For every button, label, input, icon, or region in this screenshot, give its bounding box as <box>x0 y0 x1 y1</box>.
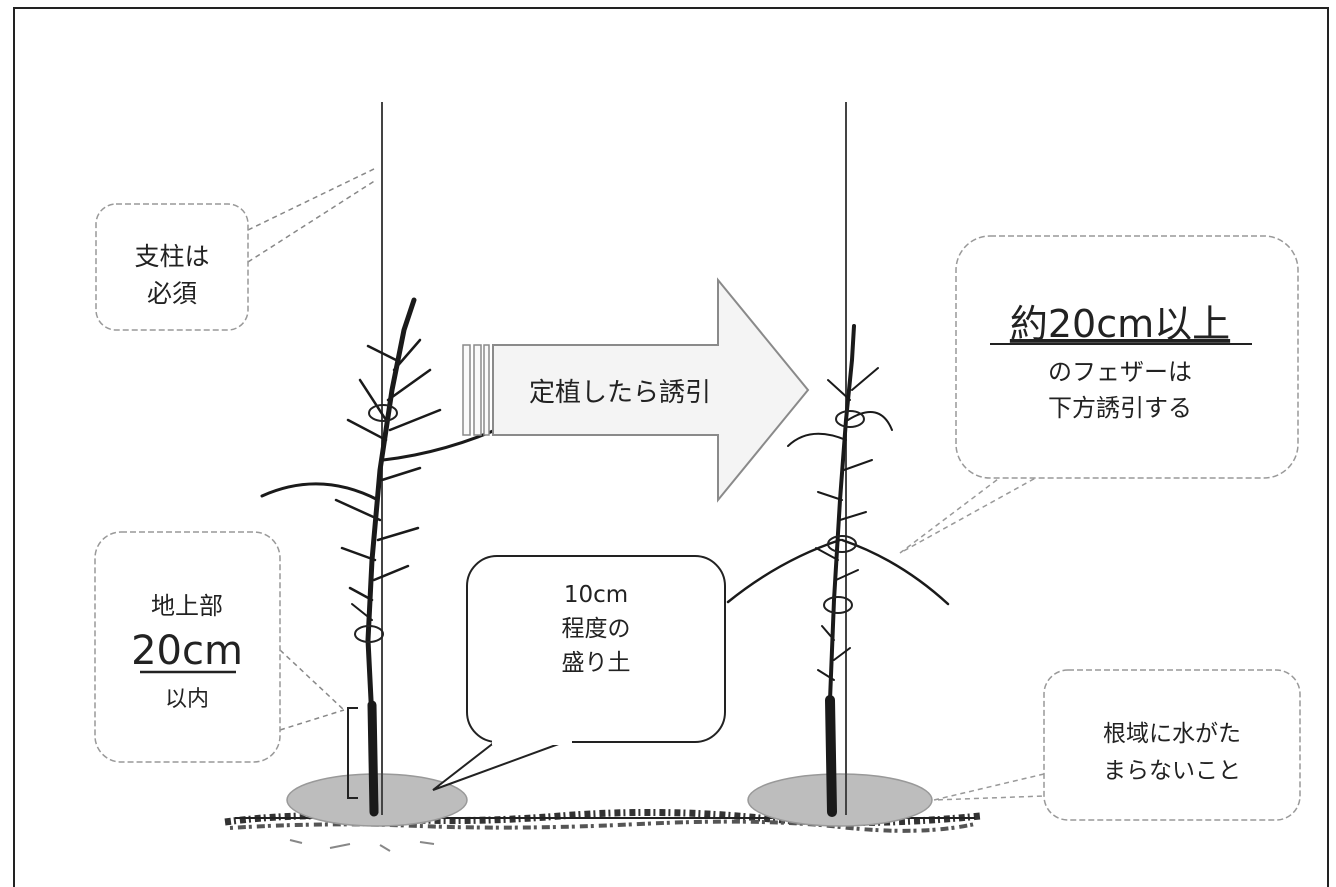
tie-ring <box>368 404 398 422</box>
above-ground-top: 地上部 <box>151 592 223 620</box>
mound-line-3: 盛り土 <box>562 650 631 676</box>
tie-ring <box>823 596 853 614</box>
stake-required-line-2: 必須 <box>147 279 197 308</box>
stake-required-line-1: 支柱は <box>134 242 209 271</box>
tree-after <box>726 324 950 817</box>
callout-above-ground: 地上部 20cm 以内 <box>94 531 345 763</box>
drainage-line-1: 根域に水がた <box>1103 721 1241 747</box>
above-ground-bottom: 以内 <box>165 687 209 712</box>
feather-guide-highlight: 約20cm以上 <box>1010 302 1230 346</box>
callout-feather-guide: 約20cm以上 のフェザーは 下方誘引する <box>899 235 1299 554</box>
tree-before <box>260 297 557 817</box>
above-ground-highlight: 20cm <box>131 628 243 674</box>
diagram-frame <box>13 7 1329 887</box>
feather-guide-line-1: のフェザーは <box>1048 358 1192 386</box>
tie-ring <box>827 535 857 553</box>
training-arrow: 定植したら誘引 <box>462 277 810 503</box>
mound-line-1: 10cm <box>564 582 628 608</box>
mound-right <box>747 773 933 827</box>
callout-mound: 10cm 程度の 盛り土 <box>432 555 726 791</box>
tie-ring <box>835 410 865 428</box>
arrow-label: 定植したら誘引 <box>529 378 711 408</box>
feather-guide-line-2: 下方誘引する <box>1048 394 1192 422</box>
height-bracket <box>347 707 358 799</box>
mound-line-2: 程度の <box>562 616 631 642</box>
drainage-line-2: まらないこと <box>1103 758 1241 784</box>
tie-ring <box>354 625 384 643</box>
callout-drainage: 根域に水がた まらないこと <box>933 669 1301 821</box>
callout-stake-required: 支柱は 必須 <box>95 167 377 331</box>
